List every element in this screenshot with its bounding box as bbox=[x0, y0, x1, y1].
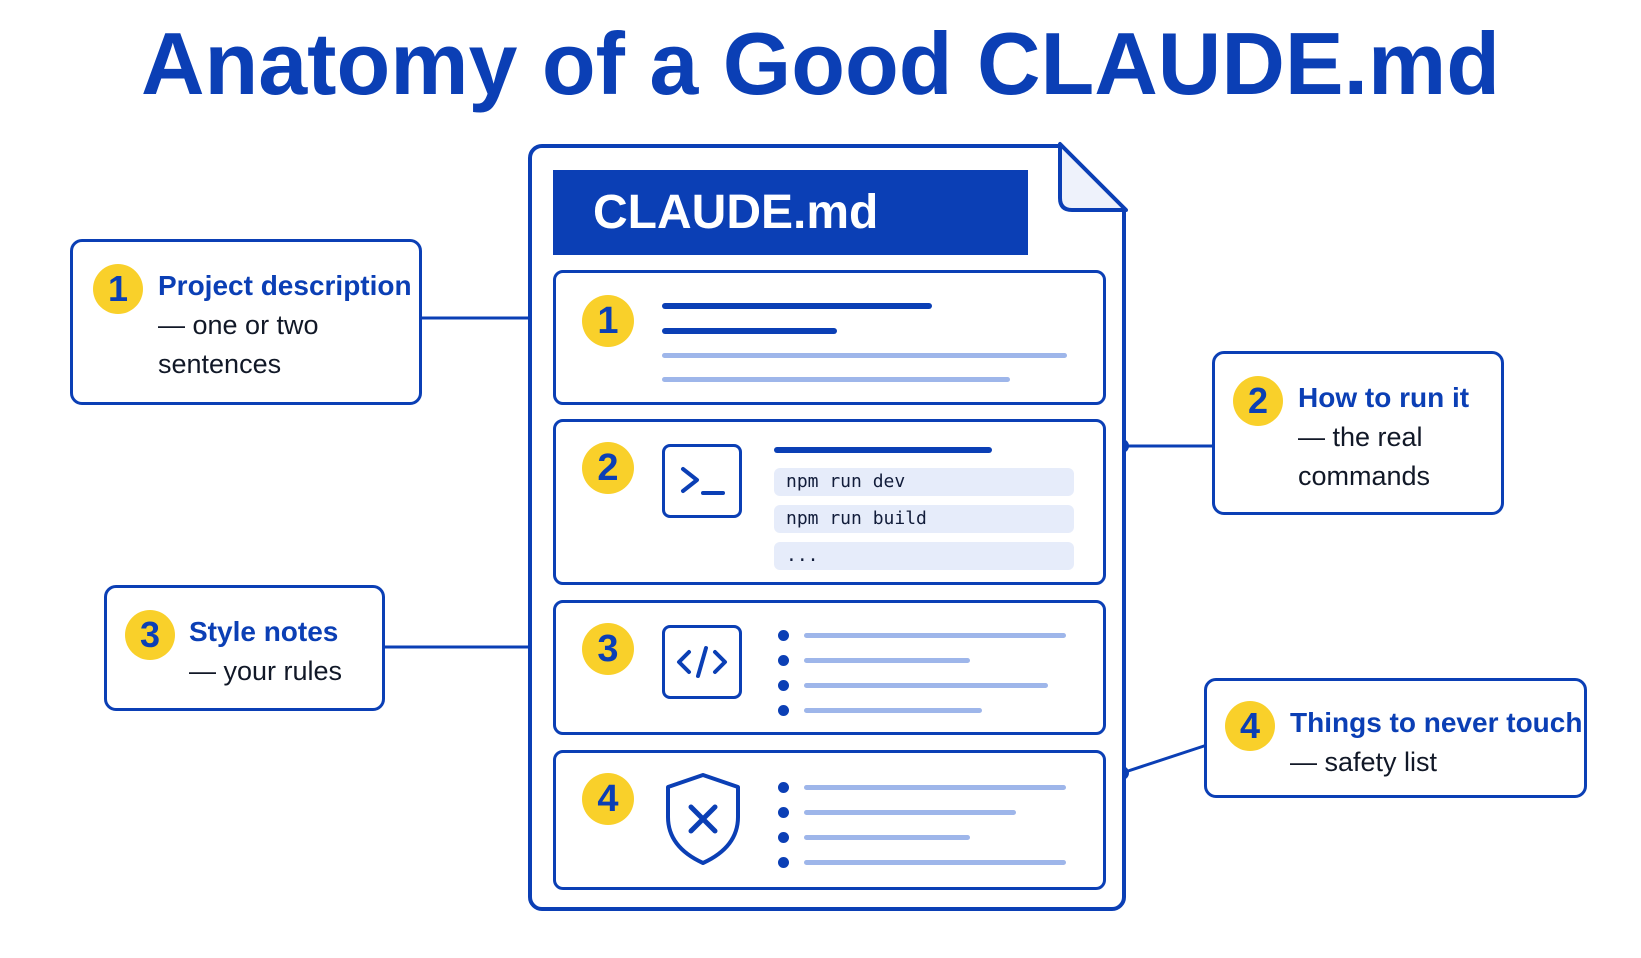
text-line bbox=[804, 708, 982, 713]
bullet bbox=[778, 705, 789, 716]
callout-style-notes: 3 Style notes — your rules bbox=[104, 585, 385, 711]
section-1-number: 1 bbox=[582, 295, 634, 347]
bullet bbox=[778, 832, 789, 843]
command-line-1: npm run dev bbox=[774, 468, 1074, 496]
text-line bbox=[804, 835, 970, 840]
callout-1-desc-line1: — one or two bbox=[158, 310, 319, 340]
text-line bbox=[662, 353, 1067, 358]
callout-1-title: Project description bbox=[158, 270, 412, 301]
callout-2-number: 2 bbox=[1233, 376, 1283, 426]
callout-2-desc-line1: — the real bbox=[1298, 422, 1423, 452]
section-4-number: 4 bbox=[582, 773, 634, 825]
document-section-1: 1 bbox=[553, 270, 1106, 405]
callout-2-title: How to run it bbox=[1298, 382, 1470, 413]
command-line-2: npm run build bbox=[774, 505, 1074, 533]
callout-3-title: Style notes bbox=[189, 616, 339, 647]
callout-3-number: 3 bbox=[125, 610, 175, 660]
section-3-number: 3 bbox=[582, 623, 634, 675]
callout-4-number: 4 bbox=[1225, 701, 1275, 751]
text-line bbox=[774, 447, 992, 453]
page-title: Anatomy of a Good CLAUDE.md bbox=[140, 14, 1501, 113]
text-line bbox=[804, 633, 1066, 638]
text-line bbox=[662, 303, 932, 309]
text-line bbox=[804, 810, 1016, 815]
document-section-2: 2 npm run dev npm run build ... bbox=[553, 419, 1106, 585]
text-line bbox=[804, 658, 970, 663]
page-fold-corner bbox=[1058, 142, 1128, 212]
section-2-number: 2 bbox=[582, 442, 634, 494]
text-line bbox=[804, 683, 1048, 688]
text-line bbox=[662, 328, 837, 334]
code-icon bbox=[662, 625, 742, 699]
command-line-3: ... bbox=[774, 542, 1074, 570]
callout-project-description: 1 Project description — one or two sente… bbox=[70, 239, 422, 405]
terminal-icon bbox=[662, 444, 742, 518]
connector-4 bbox=[1121, 743, 1208, 775]
callout-never-touch: 4 Things to never touch — safety list bbox=[1204, 678, 1587, 798]
callout-2-desc-line2: commands bbox=[1298, 461, 1431, 491]
text-line bbox=[804, 785, 1066, 790]
bullet bbox=[778, 857, 789, 868]
document-header: CLAUDE.md bbox=[553, 170, 1028, 255]
callout-3-desc-line1: — your rules bbox=[189, 656, 343, 686]
bullet bbox=[778, 680, 789, 691]
text-line bbox=[804, 860, 1066, 865]
document-section-3: 3 bbox=[553, 600, 1106, 735]
callout-4-title: Things to never touch bbox=[1290, 707, 1583, 738]
callout-how-to-run: 2 How to run it — the real commands bbox=[1212, 351, 1504, 515]
bullet bbox=[778, 655, 789, 666]
callout-4-desc-line1: — safety list bbox=[1290, 747, 1438, 777]
bullet bbox=[778, 807, 789, 818]
callout-1-number: 1 bbox=[93, 264, 143, 314]
bullet bbox=[778, 630, 789, 641]
callout-1-desc-line2: sentences bbox=[158, 349, 282, 379]
code-glyph bbox=[677, 646, 727, 678]
bullet bbox=[778, 782, 789, 793]
text-line bbox=[662, 377, 1010, 382]
document-section-4: 4 bbox=[553, 750, 1106, 890]
terminal-glyph bbox=[681, 467, 725, 495]
shield-x-icon bbox=[666, 773, 740, 865]
